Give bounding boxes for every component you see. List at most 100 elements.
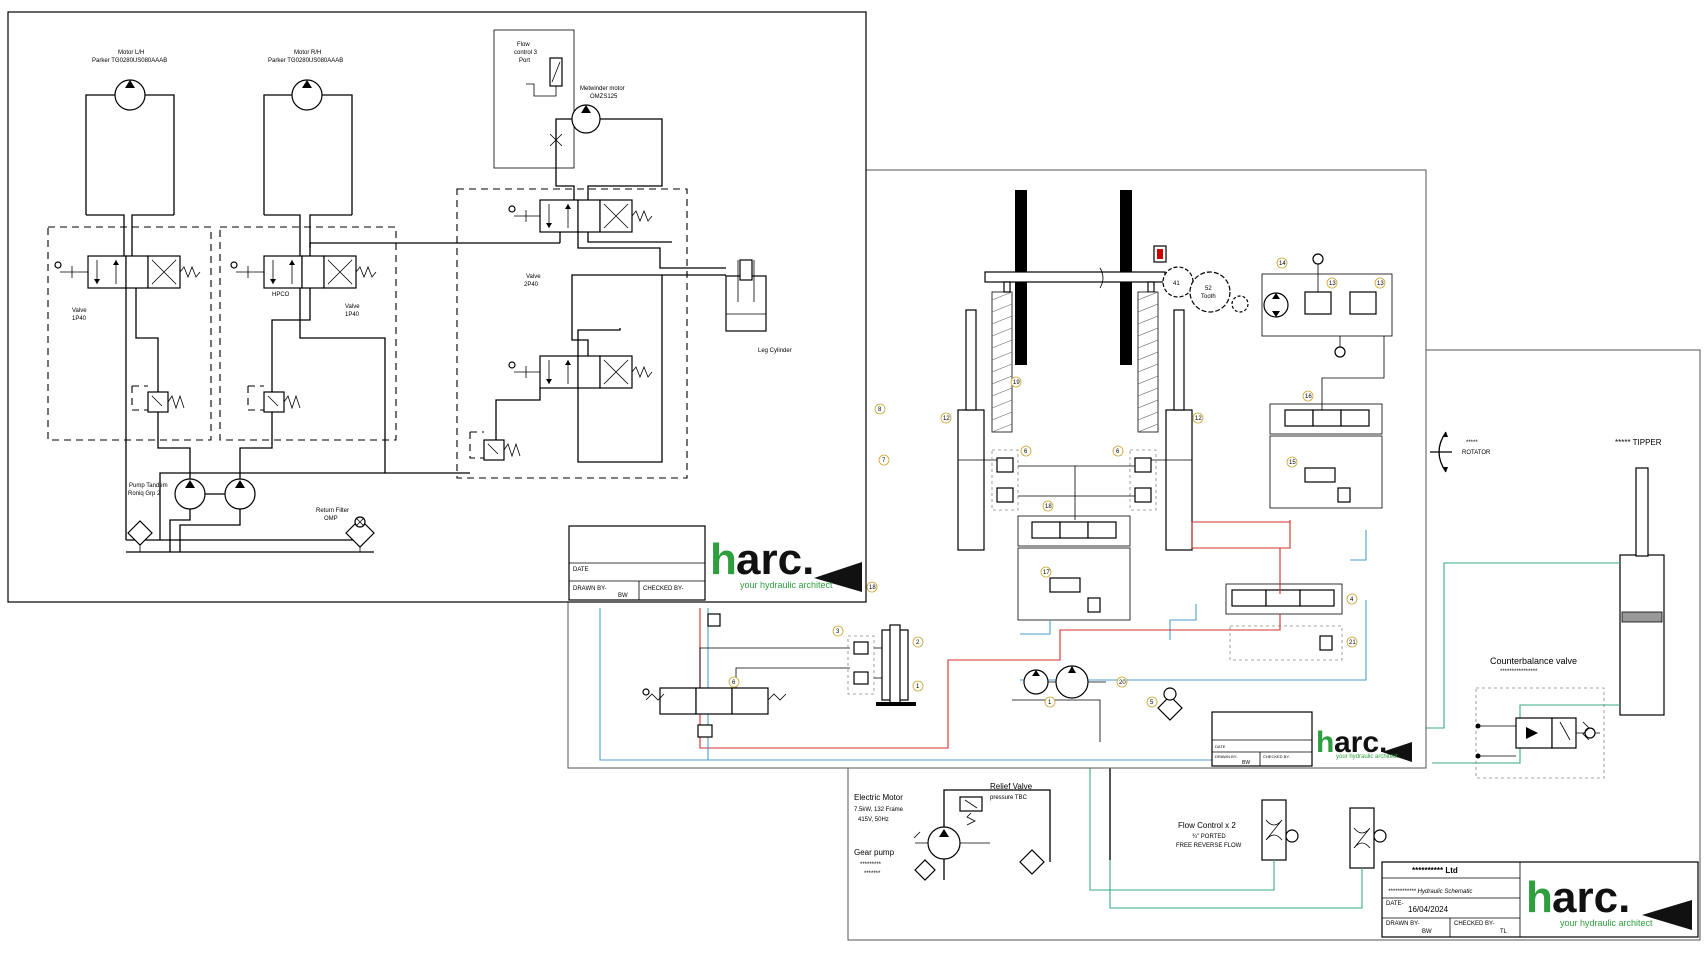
gear-pump-label-3: ******* <box>864 871 881 877</box>
right-logo-rest: arc. <box>1552 873 1630 922</box>
right-tb-company: ********** Ltd <box>1412 866 1458 875</box>
callout-13a: 13 <box>1329 281 1336 287</box>
left-sheet-border <box>7 11 867 603</box>
motor-lh-label-1: Motor L/H <box>118 50 144 56</box>
callout-3: 3 <box>836 629 840 635</box>
middle-tb-drawn-value: BW <box>1242 760 1250 766</box>
hatched-column-left <box>991 291 1013 433</box>
callout-17: 17 <box>1043 570 1050 576</box>
middle-tb-drawn-label: DRAWN BY- <box>1215 754 1238 759</box>
gear-train: 41 52 Tooth <box>1162 266 1249 313</box>
valve-mid-label-2: 1P40 <box>345 312 360 318</box>
callout-6c: 6 <box>732 680 736 686</box>
callout-15: 15 <box>1289 460 1296 466</box>
callout-8: 8 <box>878 407 882 413</box>
gear-pump-label-2: ********* <box>860 862 882 868</box>
callout-12a: 12 <box>943 416 950 422</box>
metwinder-label-1: Metwinder motor <box>580 86 625 92</box>
callout-16: 16 <box>1305 394 1312 400</box>
return-filter-symbol <box>345 516 375 552</box>
callout-1a: 1 <box>1048 700 1052 706</box>
callout-18b: 18 <box>869 585 876 591</box>
callout-14: 14 <box>1279 261 1286 267</box>
valve-left-label-2: 1P40 <box>72 316 87 322</box>
middle-logo-tagline: your hydraulic architect <box>1336 754 1398 760</box>
valve-mid-symbol <box>230 255 377 289</box>
right-logo-h: h <box>1526 873 1553 922</box>
callout-12b: 12 <box>1195 416 1202 422</box>
right-tb-date-label: DATE- <box>1386 901 1404 907</box>
flow-control-symbol <box>526 57 563 97</box>
middle-valve-16 <box>1269 403 1383 509</box>
middle-tb-checked-label: CHECKED BY- <box>1263 754 1291 759</box>
tipper-cylinder <box>1619 467 1665 716</box>
callout-4: 4 <box>1350 597 1354 603</box>
motor-lh-symbol <box>85 79 175 256</box>
motor-rh-label-2: Parker TG0280US080AAAB <box>268 58 343 64</box>
middle-logo-triangle-icon <box>1382 742 1412 762</box>
middle-valve-18 <box>1017 515 1131 621</box>
valve-mid-label-1: Valve <box>345 304 360 310</box>
middle-valve-4 <box>1225 583 1343 661</box>
valve-box-left <box>47 226 212 441</box>
right-tb-checked-label: CHECKED BY- <box>1454 921 1494 927</box>
pump-tandem-symbol <box>169 478 256 552</box>
callout-6a: 6 <box>1024 449 1028 455</box>
valve-2p40-label-2: 2P40 <box>524 282 539 288</box>
right-logo: h arc. your hydraulic architect <box>1526 873 1692 930</box>
relief-valve-2p40 <box>469 431 521 461</box>
electric-motor-label-1: Electric Motor <box>854 793 903 802</box>
flow-control-label-1: Flow Control x 2 <box>1178 821 1236 830</box>
flow-control-label-3: Port <box>519 58 530 64</box>
left-tb-drawn-value: BW <box>618 593 628 599</box>
right-tb-drawn-value: BW <box>1422 929 1432 935</box>
left-logo-tagline: your hydraulic architect <box>740 580 833 590</box>
left-title-block <box>568 525 706 601</box>
left-tb-drawn-label: DRAWN BY- <box>573 586 607 592</box>
logo-triangle-icon <box>1642 900 1692 930</box>
middle-logo-rest: arc. <box>1334 726 1387 759</box>
gear-52-label-2: Tooth <box>1201 294 1216 300</box>
electric-motor-label-3: 415V, 50Hz <box>858 817 889 823</box>
flow-control-label-1: Flow <box>517 42 530 48</box>
shaft <box>984 271 1166 283</box>
relief-valve-label-1: Relief Valve <box>990 782 1033 791</box>
flow-control-valves <box>1261 799 1387 869</box>
leg-cylinder-symbol <box>725 259 767 332</box>
hpco-label: HPCO <box>272 292 290 298</box>
cylinder-left <box>957 309 1004 551</box>
callouts: 14 13 13 19 12 12 6 6 16 15 18 17 8 7 4 … <box>728 257 1386 708</box>
callout-1b: 1 <box>916 684 920 690</box>
tipper-label: ***** TIPPER <box>1615 438 1662 447</box>
lower-actuator <box>847 624 916 706</box>
cylinder-right <box>1146 309 1193 551</box>
rotator-symbol <box>1430 431 1452 473</box>
callout-20: 20 <box>1119 680 1126 686</box>
left-logo-rest: arc. <box>736 535 814 584</box>
middle-tb-date-label: DATE <box>1215 744 1226 749</box>
motor-lh-label-2: Parker TG0280US080AAAB <box>92 58 167 64</box>
electric-motor-label-2: 7.5kW, 132 Frame <box>854 807 904 813</box>
counterbalance-valve <box>1475 687 1605 779</box>
middle-pump <box>1023 665 1183 721</box>
middle-logo: h arc. your hydraulic architect <box>1316 726 1412 762</box>
callout-18a: 18 <box>1045 504 1052 510</box>
callout-21: 21 <box>1349 640 1356 646</box>
right-tb-drawn-label: DRAWN BY- <box>1386 921 1420 927</box>
motor-group <box>1261 253 1393 412</box>
lower-left-valve <box>642 613 850 738</box>
right-tb-date-value: 16/04/2024 <box>1408 905 1449 914</box>
return-filter-label-1: Return Filter <box>316 508 349 514</box>
right-tb-checked-value: TL <box>1500 929 1508 935</box>
callout-7: 7 <box>882 458 886 464</box>
metwinder-label-2: OMZS125 <box>590 94 618 100</box>
left-tb-checked-label: CHECKED BY- <box>643 586 683 592</box>
middle-title-block <box>1211 711 1313 767</box>
gear-41-label: 41 <box>1173 281 1180 287</box>
counterbalance-label-2: **************** <box>1500 669 1538 675</box>
right-tb-drawing: ************ Hydraulic Schematic <box>1388 889 1472 895</box>
right-logo-tagline: your hydraulic architect <box>1560 918 1653 928</box>
flow-control-label-2: ¾" PORTED <box>1192 834 1226 840</box>
